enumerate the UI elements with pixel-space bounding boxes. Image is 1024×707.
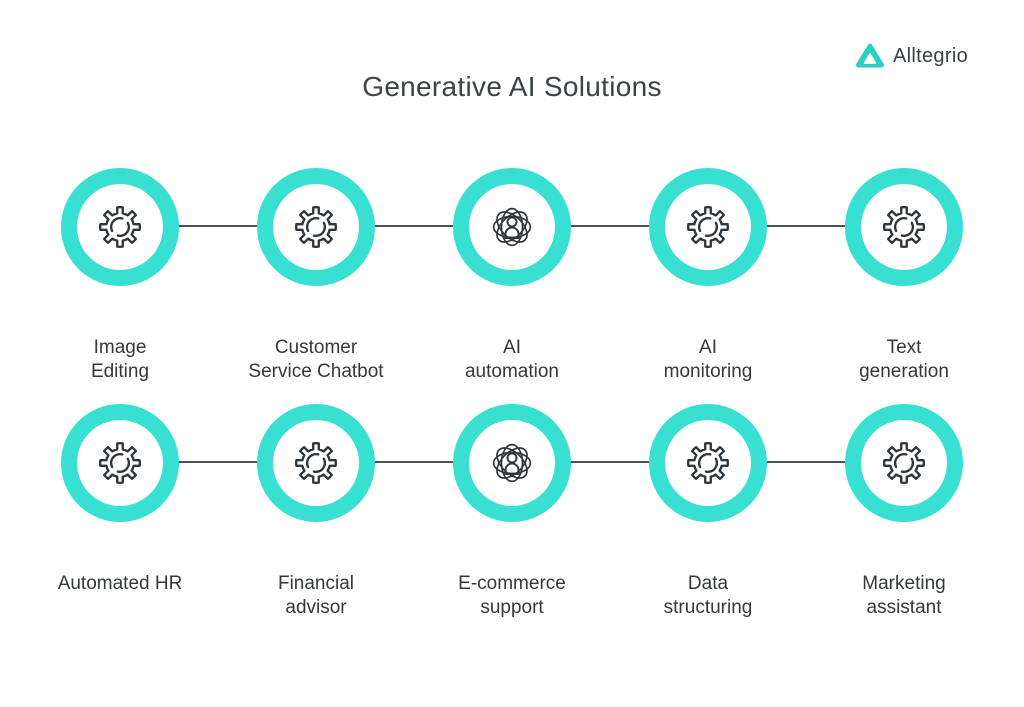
solution-circle	[649, 168, 767, 286]
solution-row-1	[22, 168, 1002, 286]
solution-circle	[845, 168, 963, 286]
ai-network-icon	[484, 435, 540, 491]
solution-label: Marketing assistant	[862, 573, 946, 618]
solution-circle	[61, 404, 179, 522]
solution-label: AI monitoring	[663, 337, 753, 382]
triangle-logo-icon	[855, 42, 885, 70]
solution-node	[806, 168, 1002, 286]
gear-icon	[289, 200, 343, 254]
solution-circle	[845, 404, 963, 522]
gear-icon	[93, 200, 147, 254]
solution-node	[610, 168, 806, 286]
solution-circle	[61, 168, 179, 286]
solution-node	[22, 168, 218, 286]
solution-labels-row-2: Automated HR Financial advisor E-commerc…	[22, 572, 1002, 619]
solution-node	[610, 404, 806, 522]
gear-icon	[877, 436, 931, 490]
solution-labels-row-1: Image Editing Customer Service Chatbot A…	[22, 336, 1002, 383]
solution-label: Financial advisor	[277, 573, 355, 618]
page-title: Generative AI Solutions	[362, 71, 662, 102]
solution-circle	[649, 404, 767, 522]
gear-icon	[877, 200, 931, 254]
solution-node	[218, 168, 414, 286]
ai-network-icon	[484, 199, 540, 255]
solution-node	[806, 404, 1002, 522]
solution-node	[218, 404, 414, 522]
solution-label: E-commerce support	[458, 573, 566, 618]
solution-circle	[453, 168, 571, 286]
brand-name: Alltegrio	[893, 44, 968, 67]
solution-node	[414, 168, 610, 286]
solution-node	[414, 404, 610, 522]
solution-circle	[453, 404, 571, 522]
solution-label: Text generation	[859, 337, 949, 382]
gear-icon	[93, 436, 147, 490]
gear-icon	[289, 436, 343, 490]
solution-circle	[257, 404, 375, 522]
gear-icon	[681, 436, 735, 490]
solution-row-2	[22, 404, 1002, 522]
brand-logo: Alltegrio	[855, 42, 968, 70]
solution-circle	[257, 168, 375, 286]
solution-label: Data structuring	[663, 573, 753, 618]
solution-node	[22, 404, 218, 522]
solution-label: Automated HR	[57, 573, 183, 594]
solution-label: Image Editing	[90, 337, 150, 382]
solution-label: AI automation	[464, 337, 559, 382]
gear-icon	[681, 200, 735, 254]
solution-label: Customer Service Chatbot	[248, 337, 384, 382]
